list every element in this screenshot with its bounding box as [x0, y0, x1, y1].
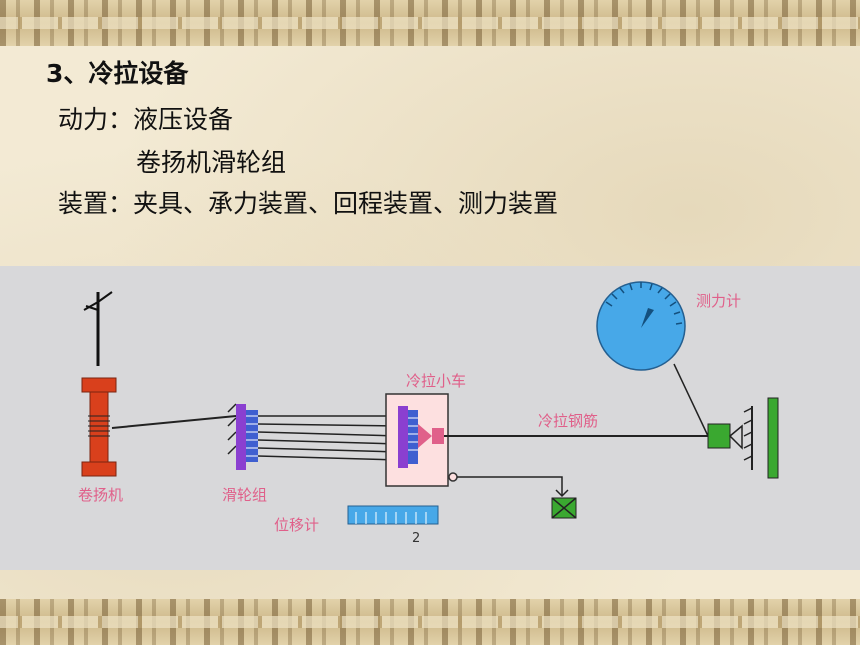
cold-drawing-diagram: 卷扬机 滑轮组	[0, 266, 860, 570]
pulley-block	[227, 403, 258, 470]
slide-heading: 3、冷拉设备	[46, 59, 189, 88]
winch-label: 卷扬机	[78, 486, 123, 504]
trolley-label: 冷拉小车	[406, 372, 466, 390]
return-cable	[457, 476, 569, 498]
displacement-label: 位移计	[274, 516, 319, 534]
diagram-svg: 卷扬机 滑轮组	[78, 281, 779, 546]
top-decorative-border	[0, 0, 860, 46]
winch-cable	[111, 415, 237, 429]
gauge-label: 测力计	[696, 292, 741, 310]
dynamometer-gauge	[596, 281, 709, 437]
winch-drum	[81, 377, 117, 477]
scale-number: 2	[412, 531, 420, 546]
devices-line: 装置：夹具、承力装置、回程装置、测力装置	[58, 189, 559, 218]
bottom-decorative-border	[0, 599, 860, 645]
tension-anchor	[707, 397, 779, 479]
pulley-ropes	[257, 415, 399, 461]
displacement-scale	[347, 505, 439, 525]
return-weight	[551, 497, 577, 519]
power-line: 动力：液压设备	[58, 105, 234, 134]
winch-pulley-line: 卷扬机滑轮组	[136, 148, 287, 177]
cold-drawing-trolley	[385, 393, 458, 487]
rebar-label: 冷拉钢筋	[538, 412, 598, 430]
anchor-post	[83, 291, 113, 366]
pulley-label: 滑轮组	[222, 486, 267, 504]
